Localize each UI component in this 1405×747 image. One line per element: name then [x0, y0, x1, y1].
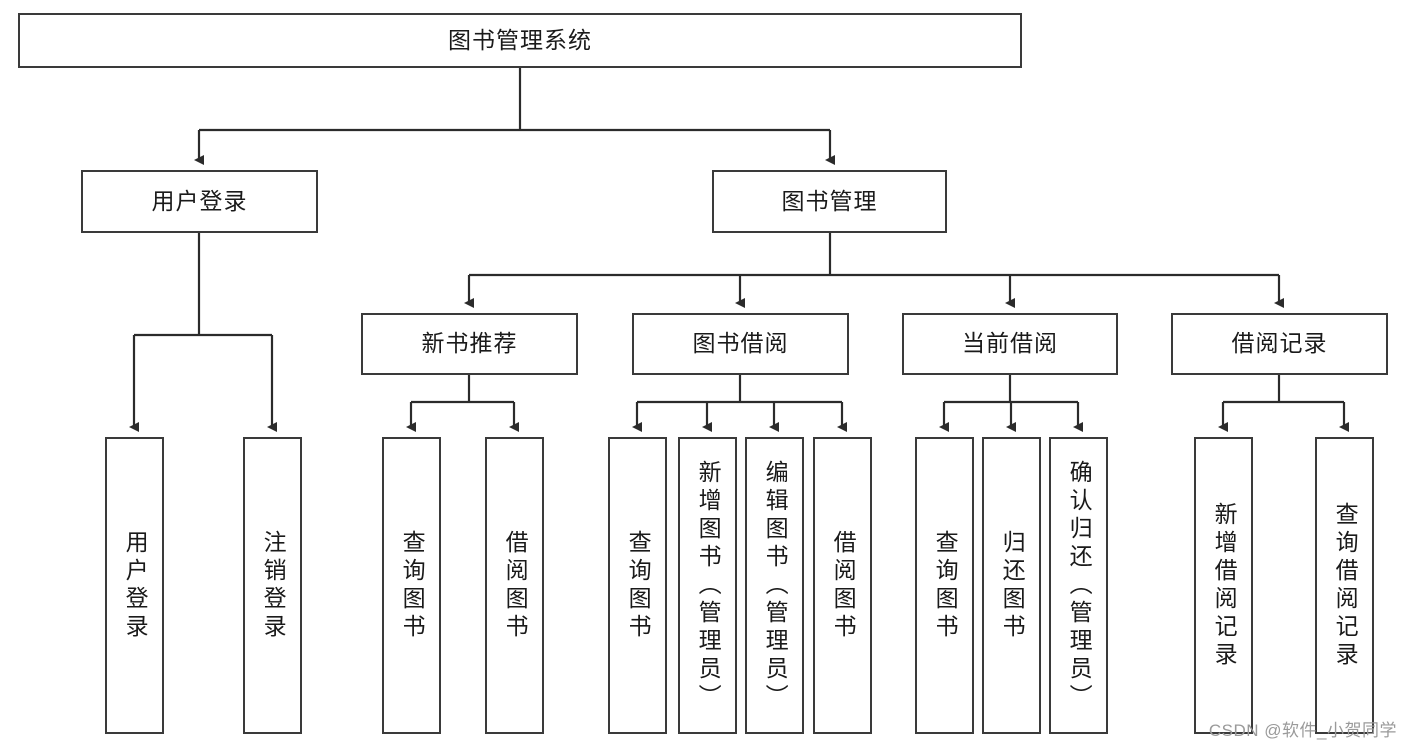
node-label: 借阅图书: [502, 529, 529, 642]
node-borrow-record[interactable]: 借阅记录: [1171, 313, 1388, 375]
leaf-query-book-current[interactable]: 查询图书: [915, 437, 974, 734]
node-label: 借阅记录: [1231, 330, 1328, 357]
node-root-system[interactable]: 图书管理系统: [18, 13, 1022, 68]
node-label: 注销登录: [260, 529, 287, 642]
node-label: 借阅图书: [830, 529, 857, 642]
node-label: 图书借阅: [692, 330, 789, 357]
node-label: 编辑图书（管理员）: [762, 459, 789, 712]
node-new-book-recommend[interactable]: 新书推荐: [361, 313, 578, 375]
node-label: 归还图书: [999, 529, 1026, 642]
node-label: 图书管理: [781, 187, 878, 214]
leaf-edit-book[interactable]: 编辑图书（管理员）: [745, 437, 804, 734]
leaf-query-borrow-record[interactable]: 查询借阅记录: [1315, 437, 1374, 734]
leaf-query-book-recommend[interactable]: 查询图书: [382, 437, 441, 734]
leaf-add-book[interactable]: 新增图书（管理员）: [678, 437, 737, 734]
node-current-borrow[interactable]: 当前借阅: [902, 313, 1118, 375]
leaf-borrow-book[interactable]: 借阅图书: [813, 437, 872, 734]
node-label: 新增借阅记录: [1211, 501, 1238, 670]
node-label: 查询图书: [399, 529, 426, 642]
node-label: 新书推荐: [421, 330, 518, 357]
leaf-add-borrow-record[interactable]: 新增借阅记录: [1194, 437, 1253, 734]
leaf-confirm-return[interactable]: 确认归还（管理员）: [1049, 437, 1108, 734]
node-label: 新增图书（管理员）: [695, 459, 722, 712]
node-label: 用户登录: [151, 187, 248, 214]
node-label: 查询借阅记录: [1332, 501, 1359, 670]
node-book-borrow[interactable]: 图书借阅: [632, 313, 849, 375]
watermark-text: CSDN @软件_小贺同学: [1208, 721, 1397, 740]
node-book-manage[interactable]: 图书管理: [712, 170, 947, 233]
node-label: 用户登录: [122, 529, 149, 642]
leaf-return-book[interactable]: 归还图书: [982, 437, 1041, 734]
leaf-user-login[interactable]: 用户登录: [105, 437, 164, 734]
leaf-logout[interactable]: 注销登录: [243, 437, 302, 734]
leaf-borrow-book-recommend[interactable]: 借阅图书: [485, 437, 544, 734]
node-label: 查询图书: [625, 529, 652, 642]
node-label: 查询图书: [932, 529, 959, 642]
node-user-login[interactable]: 用户登录: [81, 170, 318, 233]
node-label: 当前借阅: [962, 330, 1058, 357]
leaf-query-book-borrow[interactable]: 查询图书: [608, 437, 667, 734]
node-label: 确认归还（管理员）: [1066, 459, 1093, 712]
node-label: 图书管理系统: [448, 26, 592, 53]
